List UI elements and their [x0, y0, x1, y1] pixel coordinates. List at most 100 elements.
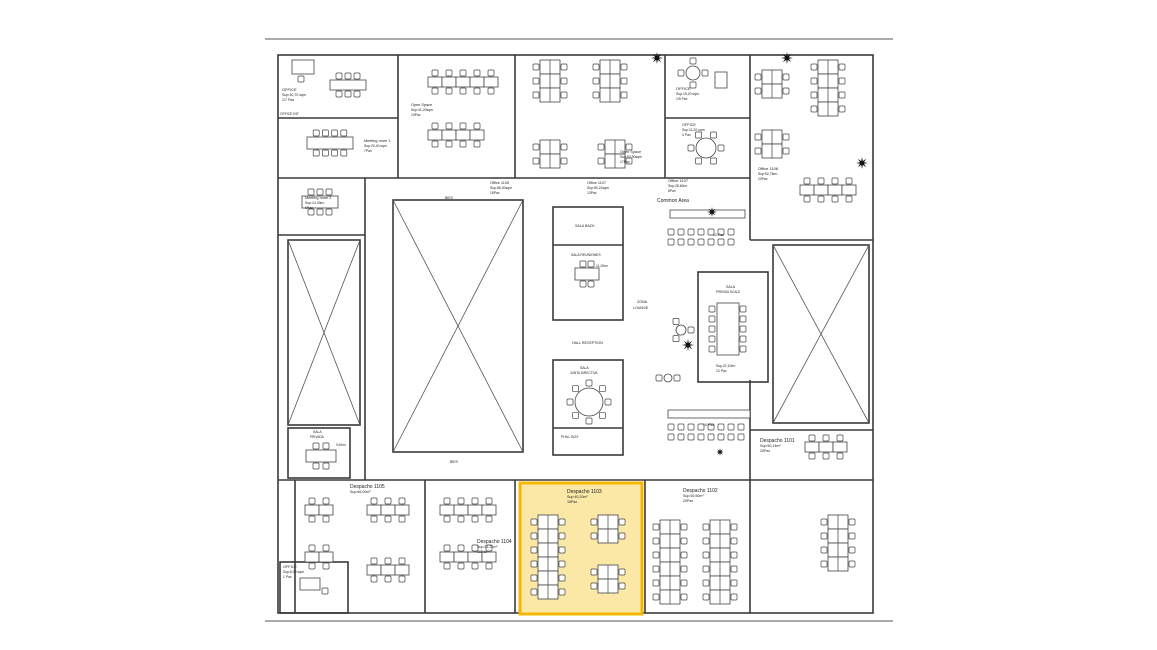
chair: [558, 518, 566, 526]
chair: [687, 433, 695, 441]
plant-icon: [707, 207, 717, 217]
zona-lounge-sub: LOUNGE: [633, 306, 649, 310]
chair: [530, 588, 538, 596]
chair: [655, 374, 663, 382]
chair: [618, 518, 626, 526]
chair: [597, 157, 605, 165]
chair: [558, 532, 566, 540]
chair: [677, 423, 685, 431]
chair: [384, 497, 392, 505]
chair: [558, 574, 566, 582]
chair: [585, 417, 593, 425]
common-area-label: Common Area: [657, 198, 689, 204]
chair: [739, 345, 747, 353]
desk: [455, 129, 471, 141]
desk: [291, 59, 315, 75]
desk: [818, 441, 834, 453]
chair: [331, 149, 338, 157]
desk: [366, 564, 382, 576]
chair: [730, 565, 738, 573]
chair: [599, 412, 606, 419]
chair: [702, 593, 710, 601]
chair: [308, 562, 316, 570]
chair: [316, 208, 324, 216]
chair: [308, 515, 316, 523]
chair: [471, 562, 479, 570]
chair: [652, 551, 660, 559]
chair: [316, 188, 324, 196]
chair: [695, 157, 702, 165]
chair: [782, 147, 790, 155]
chair: [532, 143, 540, 151]
despacho-1102-pax: 20Pax: [683, 499, 693, 503]
chair: [739, 325, 747, 333]
sala-prensa-sub: PRENSA SCALE: [716, 290, 740, 294]
chair: [322, 149, 329, 157]
chair: [717, 433, 725, 441]
chair: [697, 433, 705, 441]
chair: [710, 157, 717, 165]
chair: [473, 140, 481, 148]
office-small-sup: Sup:11,20 sqm: [682, 128, 705, 132]
chair: [471, 497, 479, 505]
desk: [439, 504, 455, 516]
chair: [687, 238, 695, 246]
chair: [353, 90, 361, 98]
desk: [481, 504, 497, 516]
chair: [558, 588, 566, 596]
chair: [443, 497, 451, 505]
chair: [344, 90, 352, 98]
chair: [717, 228, 725, 236]
chair: [322, 462, 330, 470]
office-small-pax: 4 Pax: [682, 133, 691, 137]
desk: [469, 76, 485, 88]
meeting-table: [329, 79, 367, 91]
desk: [841, 184, 857, 196]
chair: [707, 238, 715, 246]
chair: [457, 544, 465, 552]
chair: [312, 149, 320, 157]
chair: [532, 77, 540, 85]
chair: [782, 73, 790, 81]
chair: [687, 326, 695, 334]
chair: [652, 565, 660, 573]
sala-privada-sub: PRIVADA: [310, 435, 325, 439]
meeting-table: [305, 449, 337, 463]
chair: [822, 434, 830, 442]
chair: [459, 140, 467, 148]
chair: [810, 77, 818, 85]
chair: [702, 551, 710, 559]
despacho-1101-name: Despacho 1101: [760, 438, 795, 444]
desk: [455, 76, 471, 88]
void-center: [392, 199, 524, 453]
chair: [730, 579, 738, 587]
core-rooms: [365, 206, 873, 613]
chair: [340, 129, 348, 137]
chair: [297, 75, 305, 83]
desk: [380, 564, 396, 576]
chair: [532, 157, 540, 165]
despacho-1103-sup: Sup:40,20m²: [567, 495, 588, 499]
chair: [457, 515, 465, 523]
desk: [304, 504, 320, 516]
open-space-1-sup: Sup:41,20sqm: [411, 108, 433, 112]
chair: [459, 87, 467, 95]
chair: [471, 544, 479, 552]
office-tl-pax: 1/7 Pax: [282, 98, 294, 102]
round-table: [675, 324, 687, 336]
chair: [590, 582, 598, 590]
chair: [590, 518, 598, 526]
desk: [441, 129, 457, 141]
chair: [597, 143, 605, 151]
chair: [459, 122, 467, 130]
sala-reuniones-label: SALA REUNIONES: [571, 253, 601, 257]
bottom-row-walls: [278, 427, 646, 614]
chair: [838, 63, 846, 71]
chair: [702, 579, 710, 587]
chair: [754, 147, 762, 155]
office-1105-pax: 15Pax: [490, 191, 500, 195]
chair: [560, 143, 568, 151]
chair: [487, 87, 495, 95]
chair: [820, 560, 828, 568]
sala-prensa-sup: Sup:21,10m²: [716, 364, 736, 368]
